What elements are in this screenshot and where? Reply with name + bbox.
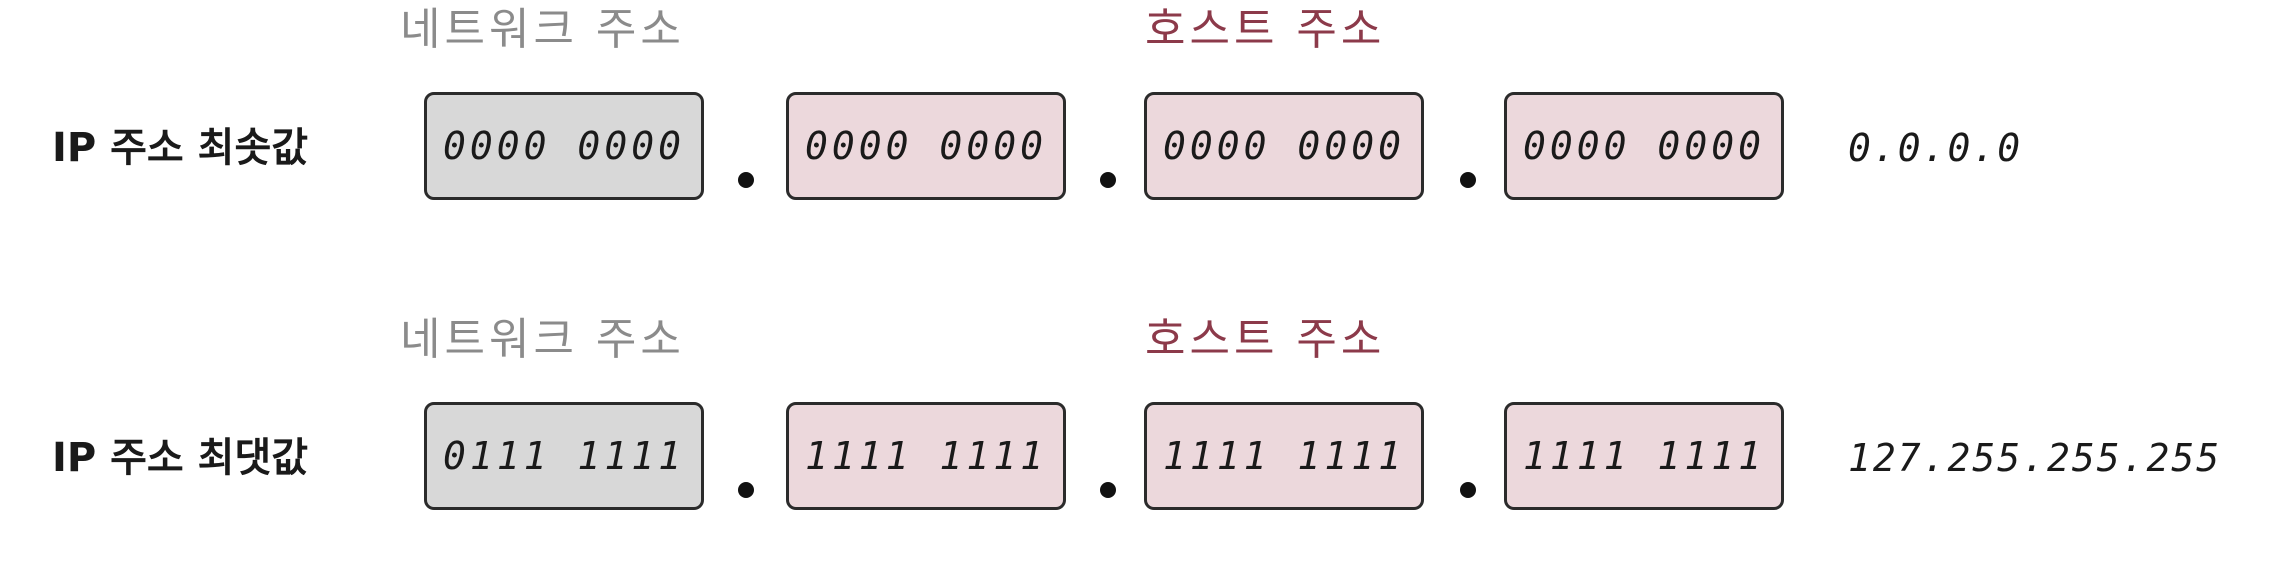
octet-separator-dot bbox=[1100, 172, 1116, 188]
octet-separator-dot bbox=[1100, 482, 1116, 498]
min-address-row: 네트워크 주소 호스트 주소 IP 주소 최솟값 0000 0000 0000 … bbox=[0, 0, 2290, 260]
max-address-label: IP 주소 최댓값 bbox=[52, 435, 309, 481]
octet-separator-dot bbox=[738, 482, 754, 498]
max-address-result: 127.255.255.255 bbox=[1848, 436, 2222, 480]
octet-3-host: 0000 0000 bbox=[1144, 92, 1424, 200]
octet-separator-dot bbox=[738, 172, 754, 188]
octet-1-network: 0111 1111 bbox=[424, 402, 704, 510]
min-address-label: IP 주소 최솟값 bbox=[52, 125, 309, 171]
network-address-caption: 네트워크 주소 bbox=[400, 314, 685, 365]
host-address-caption: 호스트 주소 bbox=[1145, 314, 1386, 365]
octet-4-host: 1111 1111 bbox=[1504, 402, 1784, 510]
min-address-result: 0.0.0.0 bbox=[1848, 126, 2023, 170]
host-address-caption: 호스트 주소 bbox=[1145, 4, 1386, 55]
network-address-caption: 네트워크 주소 bbox=[400, 4, 685, 55]
max-address-row: 네트워크 주소 호스트 주소 IP 주소 최댓값 0111 1111 1111 … bbox=[0, 310, 2290, 570]
octet-2-host: 1111 1111 bbox=[786, 402, 1066, 510]
octet-3-host: 1111 1111 bbox=[1144, 402, 1424, 510]
octet-1-network: 0000 0000 bbox=[424, 92, 704, 200]
octet-4-host: 0000 0000 bbox=[1504, 92, 1784, 200]
octet-separator-dot bbox=[1460, 482, 1476, 498]
octet-separator-dot bbox=[1460, 172, 1476, 188]
octet-2-host: 0000 0000 bbox=[786, 92, 1066, 200]
